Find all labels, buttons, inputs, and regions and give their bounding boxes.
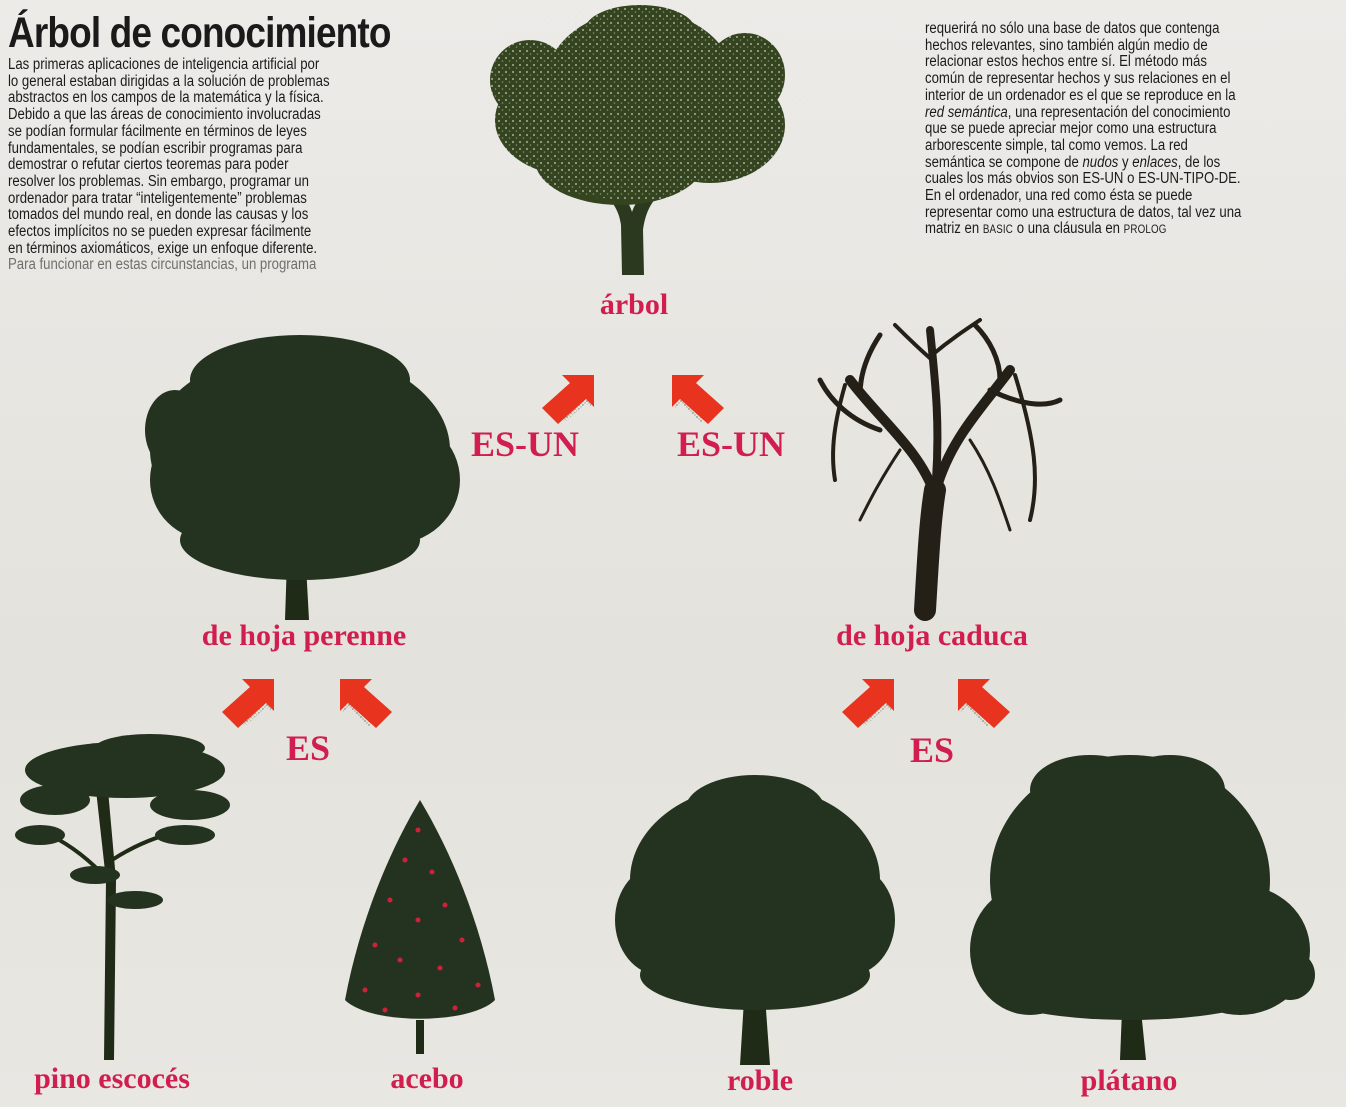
text-line: que se puede apreciar mejor como una est… <box>925 120 1217 138</box>
intro-line: abstractos en los campos de la matemátic… <box>8 89 324 107</box>
text-line: En el ordenador, una red como ésta se pu… <box>925 187 1193 205</box>
page-title: Árbol de conocimiento <box>8 9 391 57</box>
text-line: requerirá no sólo una base de datos que … <box>925 20 1220 37</box>
tree-roble-icon <box>615 775 895 1065</box>
arrow-es-right-2-icon <box>958 679 1010 728</box>
relation-es-un-left: ES-UN <box>471 424 579 464</box>
node-perenne-label: de hoja perenne <box>202 619 406 652</box>
intro-line: demostrar o refutar ciertos teoremas par… <box>8 156 289 174</box>
text-line: común de representar hechos y sus relaci… <box>925 70 1231 88</box>
tree-perenne-icon <box>145 335 460 620</box>
intro-line: efectos implícitos no se pueden expresar… <box>8 223 312 241</box>
intro-line: se podían formular fácilmente en término… <box>8 122 307 140</box>
text-fragment: matriz en <box>925 220 983 238</box>
intro-line: fundamentales, se podían escribir progra… <box>8 139 303 157</box>
text-line: semántica se compone de nudos y enlaces,… <box>925 153 1241 172</box>
tree-caduca-icon <box>817 318 1063 621</box>
text-line: representar como una estructura de datos… <box>925 203 1242 221</box>
text-fragment: y <box>1118 153 1133 171</box>
arrow-es-un-left-icon <box>542 375 594 424</box>
term-basic: BASIC <box>982 224 1014 237</box>
intro-line: ordenador para tratar “inteligentemente”… <box>8 189 307 207</box>
text-line: interior de un ordenador es el que se re… <box>925 86 1236 104</box>
term-prolog: PROLOG <box>1123 224 1167 237</box>
continuation-text: requerirá no sólo una base de datos que … <box>925 20 1242 239</box>
term-nudos: nudos <box>1082 153 1119 171</box>
text-fragment: semántica se compone de <box>925 153 1083 171</box>
intro-line: tomados del mundo real, en donde las cau… <box>8 206 309 224</box>
node-roble-label: roble <box>727 1064 793 1097</box>
intro-line: lo general estaban dirigidas a la soluci… <box>8 72 330 90</box>
intro-line: resolver los problemas. Sin embargo, pro… <box>8 172 309 190</box>
node-platano-label: plátano <box>1081 1064 1178 1097</box>
text-line: relacionar estos hechos entre sí. El mét… <box>925 53 1207 71</box>
text-fragment: , de los <box>1177 153 1221 171</box>
text-line: matriz en BASIC o una cláusula en PROLOG <box>925 221 1241 239</box>
intro-line: en términos axiomáticos, exige un enfoqu… <box>8 239 318 257</box>
text-fragment: , una representación del conocimiento <box>1007 103 1231 121</box>
intro-line: Las primeras aplicaciones de inteligenci… <box>8 56 320 73</box>
tree-arbol-icon <box>460 0 820 275</box>
text-line: arborescente simple, tal como vemos. La … <box>925 136 1188 154</box>
node-pino-label: pino escocés <box>34 1062 190 1095</box>
arrow-es-left-1-icon <box>222 679 274 728</box>
intro-text: Las primeras aplicaciones de inteligenci… <box>8 56 330 274</box>
node-caduca-label: de hoja caduca <box>836 619 1028 652</box>
node-acebo-label: acebo <box>390 1062 463 1095</box>
text-line: red semántica, una representación del co… <box>925 103 1241 122</box>
intro-line: Para funcionar en estas circunstancias, … <box>8 256 317 274</box>
arrow-es-right-1-icon <box>842 679 894 728</box>
relation-es-left: ES <box>286 728 330 768</box>
node-arbol-label: árbol <box>600 288 668 321</box>
text-fragment: o una cláusula en <box>1013 220 1124 238</box>
relation-es-right: ES <box>910 730 954 770</box>
tree-acebo-icon <box>345 800 495 1054</box>
arrow-es-un-right-icon <box>672 375 724 424</box>
arrow-es-left-2-icon <box>340 679 392 728</box>
term-enlaces: enlaces <box>1132 153 1178 171</box>
text-line: cuales los más obvios son ES-UN o ES-UN-… <box>925 170 1241 188</box>
relation-es-un-right: ES-UN <box>677 424 785 464</box>
intro-line: Debido a que las áreas de conocimiento i… <box>8 106 321 124</box>
tree-platano-icon <box>970 755 1315 1060</box>
tree-pino-icon <box>15 734 230 1060</box>
text-line: hechos relevantes, sino también algún me… <box>925 36 1208 54</box>
term-red-semantica: red semántica <box>925 103 1008 121</box>
